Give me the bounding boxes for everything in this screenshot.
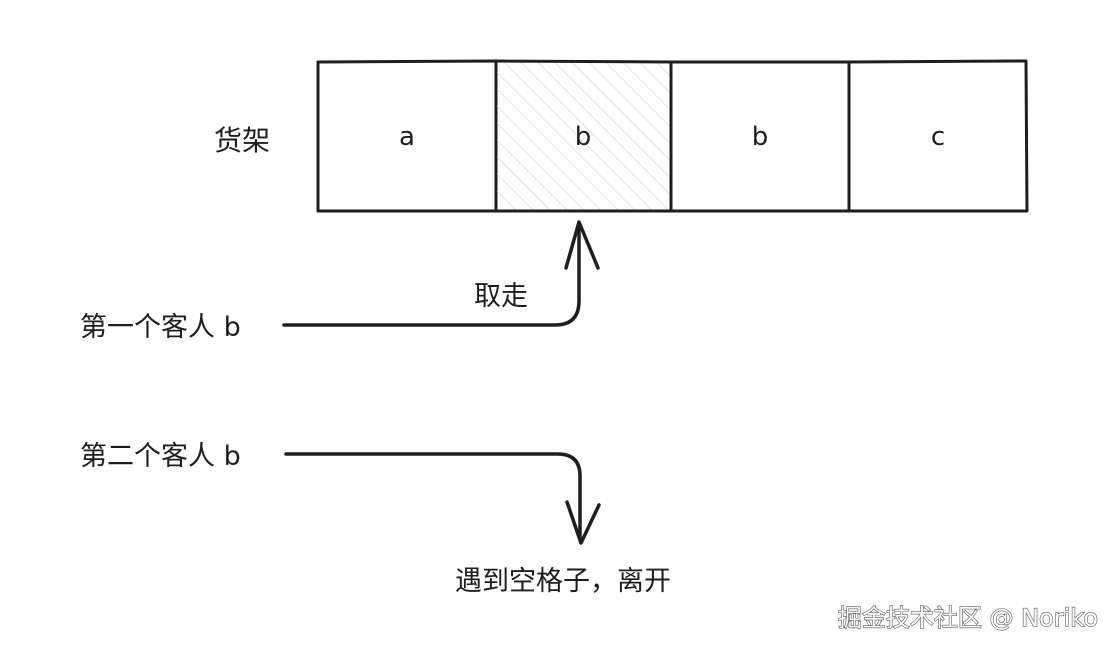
shelf-slot: c: [847, 59, 1029, 213]
empty-slot-hatch: [497, 62, 670, 211]
take-action-label: 取走: [474, 281, 528, 312]
customer1-label: 第一个客人 b: [80, 312, 241, 343]
watermark: 掘金技术社区 @ Noriko: [838, 604, 1098, 632]
leave-arrow: [284, 452, 582, 542]
shelf-label: 货架: [214, 124, 270, 157]
slot-value: c: [931, 122, 945, 152]
leave-result-label: 遇到空格子，离开: [455, 566, 671, 597]
slot-value: a: [399, 122, 415, 152]
take-arrow: [282, 224, 581, 327]
customer2-label: 第二个客人 b: [80, 441, 241, 472]
slot-value: b: [575, 122, 592, 152]
arrow-head-down-icon: [565, 500, 601, 545]
arrow-head-up-icon: [564, 220, 600, 270]
shelf-slot-taken: b: [494, 59, 673, 213]
slot-value: b: [752, 122, 769, 152]
shelf-slot: b: [669, 60, 851, 213]
shelf-slot: a: [316, 59, 498, 213]
